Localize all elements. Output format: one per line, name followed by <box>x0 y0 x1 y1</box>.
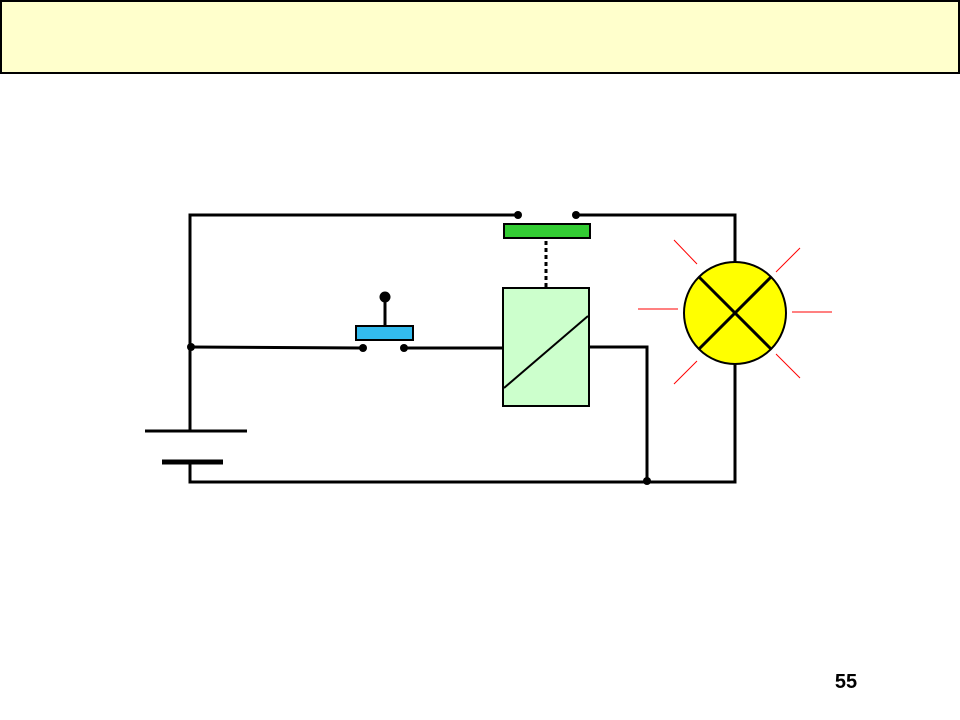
junction-dot-left <box>187 343 195 351</box>
relay-coil-diagonal <box>503 315 589 389</box>
wire-contact-to-lamp <box>576 213 737 262</box>
junction-dot-bottom <box>643 477 651 485</box>
relay-coil-icon <box>502 287 590 407</box>
lamp-cross-line-2 <box>697 275 773 351</box>
lamp-ray-top-left <box>673 239 698 265</box>
wire-coil-return <box>589 345 649 482</box>
push-button-knob <box>379 291 391 303</box>
lamp-icon <box>638 239 832 385</box>
relay-contact-icon <box>503 223 591 287</box>
relay-coil-box <box>502 287 590 407</box>
lamp-rays <box>638 239 832 385</box>
relay-contact-terminal-left <box>514 211 522 219</box>
lamp-ray-bottom-right <box>775 353 801 379</box>
push-button-switch-icon <box>355 291 414 341</box>
wire-bottom-return <box>188 364 737 484</box>
lamp-ray-top-right <box>775 247 801 273</box>
wire-top-left <box>188 213 518 432</box>
lamp-ray-bottom-left <box>673 360 698 385</box>
battery-icon <box>145 429 247 465</box>
push-button-terminal-right <box>400 344 408 352</box>
push-button-bar <box>355 325 414 341</box>
wire-to-push-button <box>190 345 364 350</box>
page-number: 55 <box>834 671 858 693</box>
push-button-terminal-left <box>359 344 367 352</box>
relay-contact-terminal-right <box>572 211 580 219</box>
relay-contact-bar <box>503 223 591 239</box>
header-bar <box>0 0 960 74</box>
